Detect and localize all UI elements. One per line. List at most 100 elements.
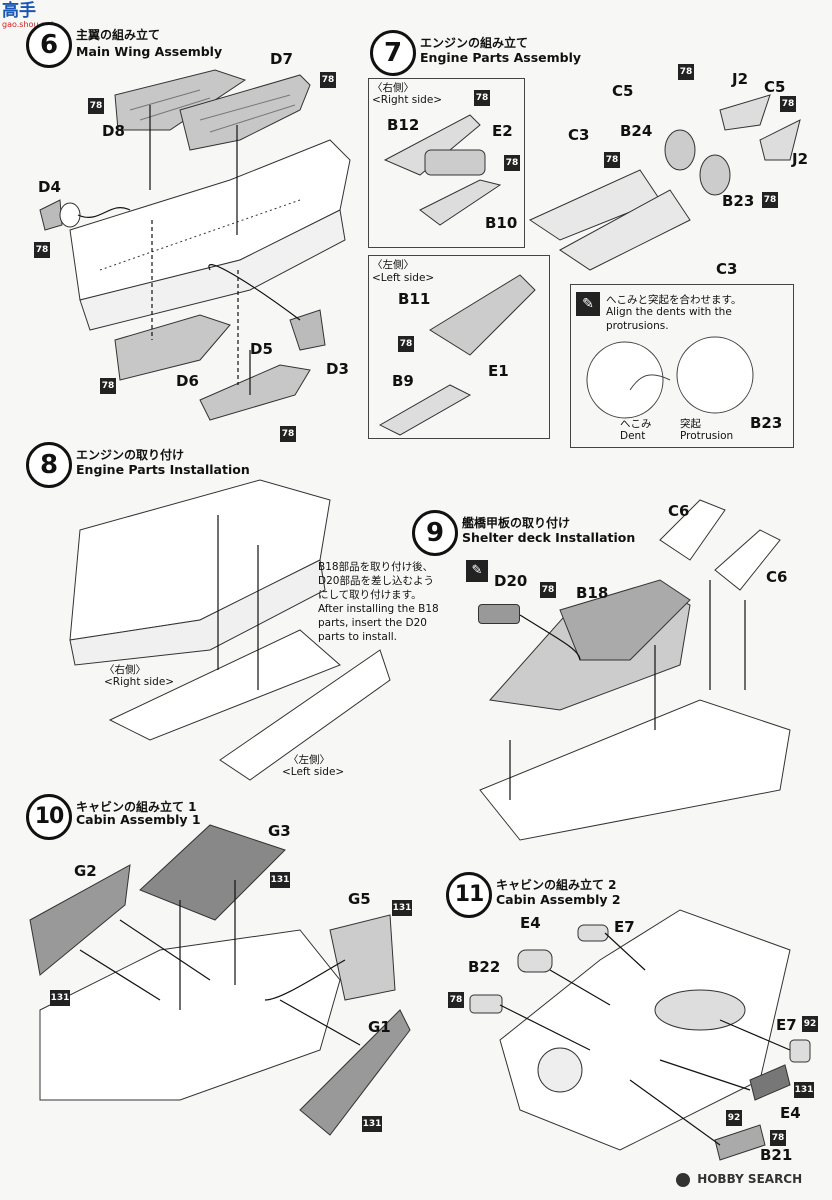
part-label-b9: B9 (392, 372, 414, 390)
right-side-label-en: <Right side> (372, 94, 443, 106)
step-6-number: 6 (26, 22, 72, 68)
paint-badge: 78 (770, 1130, 786, 1146)
part-label-g5: G5 (348, 890, 371, 908)
step9-deck-drawing (479, 579, 791, 841)
part-label-e2: E2 (492, 122, 513, 140)
paint-badge: 78 (280, 426, 296, 442)
step6-part-d4 (39, 199, 81, 231)
paint-badge: 78 (448, 992, 464, 1008)
part-label-c3-bottom: C3 (716, 260, 738, 278)
paint-badge: 78 (678, 64, 694, 80)
step6-hull-drawing (69, 139, 351, 331)
part-label-j2-top: J2 (732, 70, 749, 88)
part-label-e4-right: E4 (780, 1104, 801, 1122)
part-label-e4-top: E4 (520, 914, 541, 932)
part-label-b10: B10 (485, 214, 518, 232)
part-label-b22: B22 (468, 958, 501, 976)
dent-label-jp: へこみ (620, 418, 652, 430)
tip-text-en-2: protrusions. (606, 320, 669, 332)
dent-label-en: Dent (620, 430, 646, 442)
step10-part-g5 (329, 914, 396, 1001)
step7-right-side-box (368, 78, 525, 248)
part-label-g3: G3 (268, 822, 291, 840)
step10-part-g3 (139, 824, 286, 921)
step8-left-label-en: <Left side> (282, 766, 345, 778)
step6-part-d3 (289, 309, 326, 351)
part-label-d3: D3 (326, 360, 349, 378)
part-label-j2-right: J2 (792, 150, 809, 168)
paint-badge: 78 (34, 242, 50, 258)
part-label-c6-left: C6 (668, 502, 690, 520)
step-11-number: 11 (446, 872, 492, 918)
part-label-e1: E1 (488, 362, 509, 380)
step-7-number: 7 (370, 30, 416, 76)
paint-badge: 78 (540, 582, 556, 598)
paint-badge: 131 (392, 900, 412, 916)
paint-badge: 78 (762, 192, 778, 208)
paint-badge: 131 (362, 1116, 382, 1132)
tip-text-jp: へこみと突起を合わせます。 (606, 294, 742, 306)
paint-badge: 92 (802, 1016, 818, 1032)
step7-left-side-box (368, 255, 550, 439)
step8-note-line: parts to install. (318, 631, 397, 643)
tip-icon: ✎ (466, 560, 488, 582)
part-label-d6: D6 (176, 372, 199, 390)
paint-badge: 78 (474, 90, 490, 106)
step8-arrows (217, 515, 259, 690)
step8-note-line: にして取り付けます。 (318, 589, 422, 601)
paint-badge: 131 (794, 1082, 814, 1098)
paint-badge: 131 (270, 872, 290, 888)
part-label-b21: B21 (760, 1146, 793, 1164)
step6-arrows (77, 105, 301, 395)
hobby-search-text: HOBBY SEARCH (697, 1172, 803, 1186)
step8-note-line: parts, insert the D20 (318, 617, 427, 629)
step8-right-label-en: <Right side> (104, 676, 175, 688)
step-10-number: 10 (26, 794, 72, 840)
logo-text: 高手 (2, 1, 36, 21)
part-label-b23-tip: B23 (750, 414, 783, 432)
step6-wing-d7 (179, 74, 311, 151)
step11-arrows (499, 932, 791, 1146)
step8-note-line: D20部品を差し込むよう (318, 575, 434, 587)
step-9-title-jp: 艦橋甲板の取り付け (462, 516, 571, 530)
part-label-b18: B18 (576, 584, 609, 602)
step8-engines (108, 629, 391, 781)
step7-tip-circles (586, 336, 754, 419)
step-10-title-en: Cabin Assembly 1 (76, 812, 201, 827)
part-label-d8: D8 (102, 122, 125, 140)
part-label-c5-left: C5 (612, 82, 634, 100)
paint-badge: 78 (780, 96, 796, 112)
part-label-d20: D20 (494, 572, 528, 590)
part-label-e7-right: E7 (776, 1016, 797, 1034)
tip-text-en-1: Align the dents with the (606, 306, 732, 318)
step7-left-drawing (378, 274, 536, 436)
part-label-b23: B23 (722, 192, 755, 210)
protrusion-label-en: Protrusion (680, 430, 734, 442)
step7-engines-drawing (528, 94, 801, 271)
part-label-d5: D5 (250, 340, 273, 358)
step8-left-label-jp: 〈左側〉 (288, 754, 330, 766)
step11-parts (469, 924, 811, 1161)
paint-badge: 78 (504, 155, 520, 171)
step-6-title-jp: 主翼の組み立て (76, 28, 161, 42)
part-d20-shape (478, 604, 520, 624)
paint-badge: 92 (726, 1110, 742, 1126)
step9-arrows (509, 580, 746, 800)
step8-note-line: After installing the B18 (318, 603, 439, 615)
part-label-b11: B11 (398, 290, 431, 308)
part-label-c3-top: C3 (568, 126, 590, 144)
hobby-search-watermark: HOBBY SEARCH (676, 1172, 802, 1187)
step-9-number: 9 (412, 510, 458, 556)
part-label-g1: G1 (368, 1018, 391, 1036)
step8-note: B18部品を取り付け後、 D20部品を差し込むよう にして取り付けます。 Aft… (318, 560, 460, 644)
part-label-d4: D4 (38, 178, 61, 196)
right-side-label-jp: 〈右側〉 (372, 82, 414, 94)
step-7-title-jp: エンジンの組み立て (420, 36, 529, 50)
step10-part-g1 (299, 1009, 411, 1136)
step10-hull-drawing (39, 929, 341, 1101)
paint-badge: 78 (320, 72, 336, 88)
step7-tip-box (570, 284, 794, 448)
part-label-c5-right: C5 (764, 78, 786, 96)
tip-icon: ✎ (576, 292, 600, 316)
watermark-logo: 高手 gao.shou.net (2, 2, 70, 36)
